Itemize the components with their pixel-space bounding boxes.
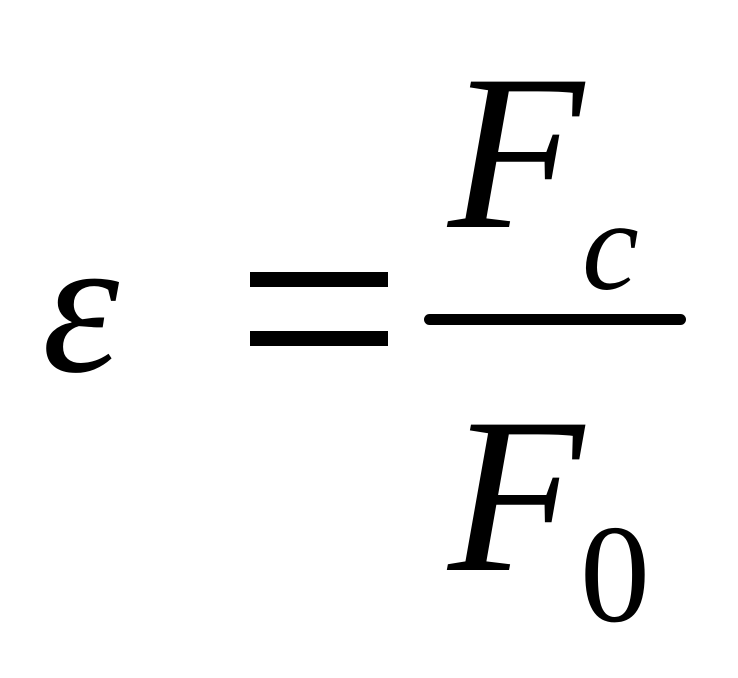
numerator-subscript: c: [582, 175, 639, 317]
epsilon-symbol: ε: [42, 197, 120, 414]
equals-bar-top: [250, 272, 388, 287]
equals-bar-bottom: [250, 331, 388, 346]
denominator-subscript: 0: [580, 497, 650, 652]
denominator-symbol: F: [448, 373, 584, 619]
fraction-bar: [424, 314, 686, 325]
numerator-symbol: F: [448, 30, 584, 276]
